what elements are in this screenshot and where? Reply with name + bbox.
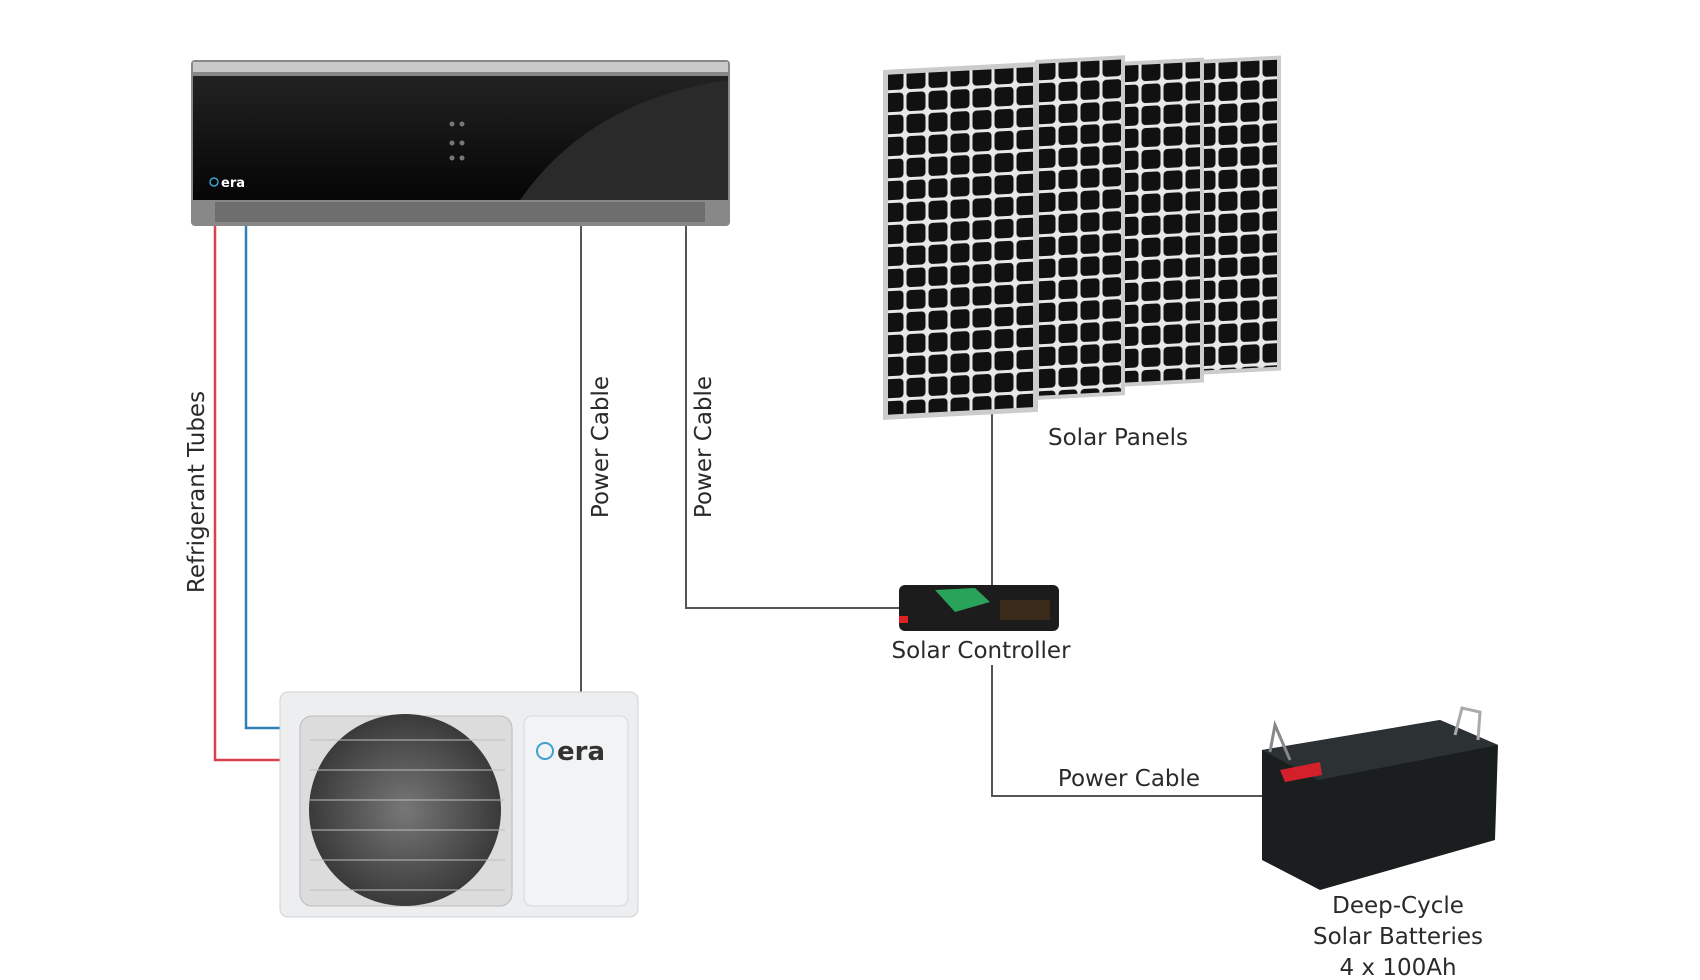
outdoor-ac-unit: era — [279, 691, 639, 918]
indoor-ac-unit: era — [191, 60, 730, 226]
solar-panel — [883, 61, 1038, 420]
solar-panel — [1035, 55, 1125, 400]
power-cables — [580, 226, 1264, 797]
label-battery-capacity: 4 x 100Ah — [1339, 955, 1456, 980]
solar-panel — [1118, 57, 1204, 387]
label-battery-type: Deep-Cycle — [1332, 893, 1464, 919]
battery — [1262, 706, 1498, 890]
label-power-cable-controller-indoor: Power Cable — [691, 376, 717, 518]
indoor-brand-logo: era — [221, 176, 245, 191]
solar-controller — [899, 585, 1059, 631]
label-battery-name: Solar Batteries — [1313, 924, 1483, 950]
label-power-cable-battery: Power Cable — [1058, 766, 1200, 792]
label-refrigerant-tubes: Refrigerant Tubes — [184, 391, 210, 593]
label-power-cable-indoor-outdoor: Power Cable — [588, 376, 614, 518]
label-solar-controller: Solar Controller — [891, 638, 1071, 664]
refrigerant-tubes — [213, 226, 280, 762]
label-solar-panels: Solar Panels — [1048, 425, 1188, 451]
solar-panel — [1195, 55, 1281, 375]
outdoor-brand-logo: era — [557, 737, 605, 767]
solar-panels — [883, 55, 1281, 420]
